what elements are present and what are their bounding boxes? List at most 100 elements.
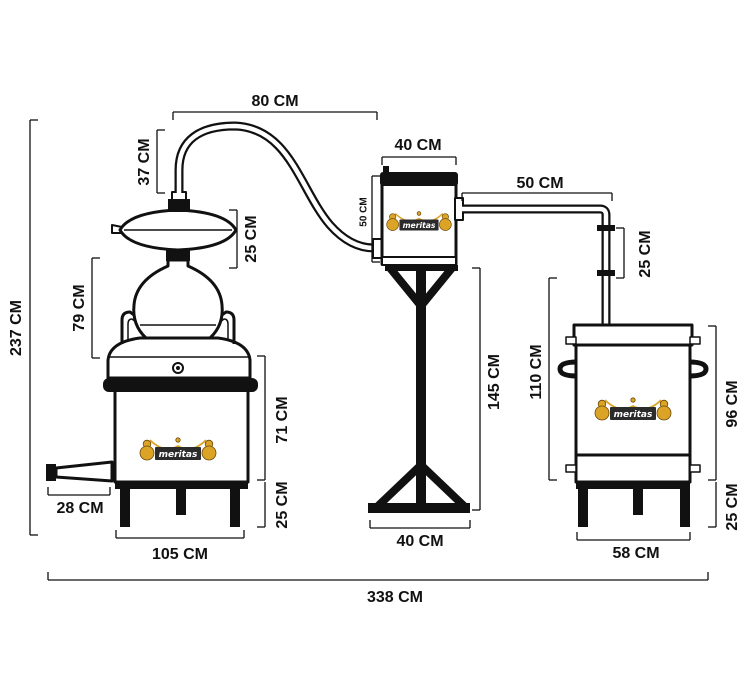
logo-dot [630, 397, 636, 403]
dimension-label: 25 CM [637, 230, 654, 277]
dimension-tank-width: 58 CM [576, 532, 691, 562]
dimension-label: 79 CM [71, 284, 88, 331]
outlet-pipe-outline [462, 204, 611, 328]
tank-tab-left-bottom [565, 464, 577, 473]
logo-gourd-right-bottom [201, 445, 217, 461]
logo-swag [394, 212, 444, 222]
onion-dome [132, 258, 224, 340]
dimension-label: 50 CM [516, 175, 563, 192]
tank-tab-right-bottom [689, 464, 701, 473]
dimension-helmet-height: 25 CM [229, 209, 260, 269]
dimension-dome-height: 79 CM [71, 257, 100, 359]
dimension-label: 40 CM [394, 137, 441, 154]
dimension-label: 145 CM [486, 354, 503, 410]
handle-left [120, 310, 145, 344]
dimension-condenser-height: 50 CM [359, 175, 380, 263]
dimension-label: 71 CM [274, 396, 291, 443]
helmet-collar [168, 199, 190, 212]
condenser-outlet-flange [454, 197, 464, 221]
dimension-label: 25 CM [243, 215, 260, 262]
dimension-outlet-pipe-length: 50 CM [461, 175, 613, 201]
dimension-still-width: 105 CM [115, 530, 245, 563]
dimension-spout-length: 28 CM [47, 487, 111, 517]
dimension-label: 80 CM [251, 93, 298, 110]
dimension-label: 105 CM [152, 546, 208, 563]
dimension-firebox-height: 71 CM [257, 355, 291, 481]
handle-left-inner [127, 318, 145, 340]
dimension-stand-height: 145 CM [472, 267, 503, 511]
still-leg-right [230, 482, 240, 527]
logo-wordmark: meritas [614, 410, 653, 420]
dimension-tank-body-height: 96 CM [708, 325, 741, 481]
dimension-label: 110 CM [528, 344, 545, 399]
stand-brace-bottom-left [375, 462, 424, 509]
lyne-arm-pipe [174, 121, 375, 253]
condenser-lid-knob [383, 166, 389, 174]
dimension-label: 50 CM [359, 197, 370, 226]
dimension-condenser-width: 40 CM [381, 137, 457, 165]
dimension-pipe-length: 80 CM [172, 93, 378, 120]
logo-plate [399, 219, 439, 231]
dimension-label: 96 CM [724, 380, 741, 427]
dimension-label: 40 CM [396, 533, 443, 550]
condenser [372, 166, 464, 266]
meritas-logo-condenser: meritas [386, 211, 452, 231]
condenser-stand [368, 264, 470, 513]
dimension-tank-total-height: 110 CM [528, 277, 557, 481]
stand-base-plate [368, 503, 470, 513]
stand-brace-top-right [417, 265, 456, 309]
meritas-logo-still: meritas [139, 437, 217, 461]
dimension-label: 237 CM [8, 300, 25, 356]
stand-brace-top-left [386, 265, 425, 309]
dimension-total-width: 338 CM [47, 572, 709, 606]
logo-gourd-right-bottom [439, 218, 452, 231]
dimension-label: 25 CM [724, 483, 741, 530]
condenser-lid [380, 172, 458, 186]
boiler-valve-core [176, 366, 180, 370]
alembic-still [46, 191, 258, 527]
outlet-pipe-bore [462, 206, 609, 328]
dimension-outlet-pipe-drop: 25 CM [616, 227, 654, 279]
tank-handle-right [688, 359, 709, 379]
dimension-pipe-rise: 37 CM [136, 129, 165, 194]
pipe-flange-upper [597, 225, 615, 231]
handle-right [211, 310, 236, 344]
logo-gourd-right-bottom [656, 405, 672, 421]
logo-plate [610, 407, 656, 420]
still-leg-left [120, 482, 130, 527]
boiler-pot [106, 336, 252, 380]
handle-right-inner [211, 318, 229, 340]
helmet-neck [171, 191, 187, 201]
tank-leg-middle [633, 482, 643, 515]
dimension-still-leg-height: 25 CM [257, 481, 291, 529]
tank-tab-right-top [689, 336, 701, 345]
logo-wordmark: meritas [403, 221, 436, 230]
dimension-stand-base-width: 40 CM [369, 520, 471, 550]
logo-gourd-left-bottom [594, 405, 610, 421]
firebox-rim [103, 378, 258, 392]
dimension-label: 338 CM [367, 589, 423, 606]
condenser-bottom-rim [381, 256, 457, 266]
logo-plate [155, 447, 201, 460]
logo-dot [416, 211, 422, 216]
tank-tab-left-top [565, 336, 577, 345]
dimension-label: 28 CM [56, 500, 103, 517]
logo-gourd-left-bottom [386, 218, 399, 231]
firebox [113, 388, 250, 484]
outlet-pipe [462, 204, 615, 328]
logo-swag [604, 399, 662, 410]
logo-wordmark: meritas [159, 450, 198, 460]
dimension-label: 58 CM [612, 545, 659, 562]
logo-dot [175, 437, 181, 443]
tank-lid [572, 323, 694, 347]
dimension-label: 25 CM [274, 481, 291, 528]
tank-leg-left [578, 482, 588, 527]
dimension-tank-leg-height: 25 CM [708, 482, 741, 531]
still-leg-middle [176, 482, 186, 515]
dome-neck [166, 250, 190, 261]
tank-leg-right [680, 482, 690, 527]
logo-swag [149, 439, 207, 450]
receiving-tank [557, 323, 709, 527]
logo-gourd-left-bottom [139, 445, 155, 461]
